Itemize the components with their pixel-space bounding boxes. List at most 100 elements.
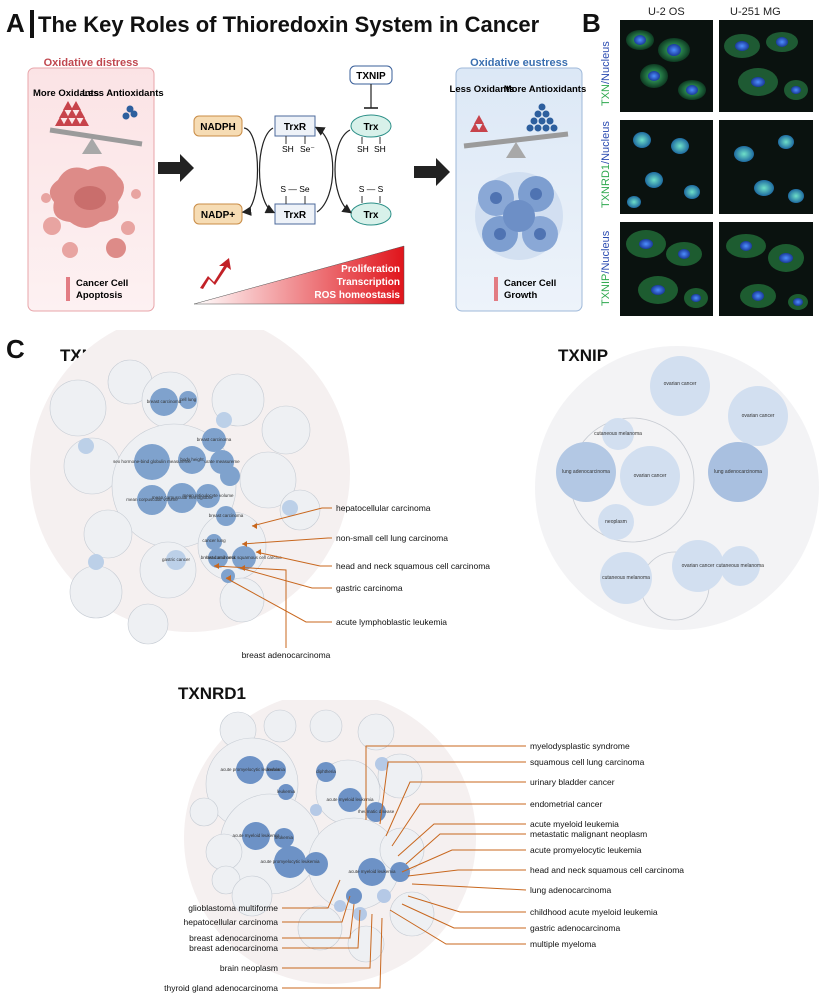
gradient-label-1: Transcription: [337, 277, 400, 288]
txnrd1-right-callout-6: acute promyelocytic leukemia: [530, 845, 642, 855]
txnip-bubble-9: cutaneous melanoma: [716, 563, 764, 569]
txnrd1-left-callout-3: breast adenocarcinoma: [189, 943, 278, 953]
txnrd1-bubble-8: acute promyelocytic leukemia: [260, 859, 320, 864]
trxr-to-trx-arrow-1: [314, 126, 334, 213]
txn-bubble-label-8: mean reticulocyte volume: [182, 493, 234, 498]
trx-oxidized-label: Trx: [363, 210, 378, 221]
txn-bubble-label-17: head and neck squamous cell carcino: [206, 555, 282, 560]
thioredoxin-pathway-diagram: Oxidative distress More Oxidants Less An…: [27, 57, 586, 312]
txnip-bubble-8: ovarian cancer: [682, 563, 715, 569]
txnip-bubble-5: lung adenocarcinoma: [714, 469, 762, 475]
apoptotic-cells: [41, 166, 141, 258]
txn-bubble-label-4: body height: [180, 457, 204, 462]
txnrd1-right-callout-0: myelodysplastic syndrome: [530, 741, 630, 751]
txnrd1-bubble-9: acute myeloid leukemia: [348, 869, 396, 874]
txnrd1-left-callout-1: hepatocellular carcinoma: [184, 917, 279, 927]
txnrd1-bubble-4: leukemia: [277, 789, 296, 794]
txnrd1-left-callout-2: breast adenocarcinoma: [189, 933, 278, 943]
growth-arrow-icon: [200, 258, 231, 289]
txnrd1-right-callout-9: childhood acute myeloid leukemia: [530, 907, 658, 917]
txnrd1-right-callout-7: head and neck squamous cell carcinoma: [530, 865, 684, 875]
trx-sh1-label: SH: [357, 144, 369, 154]
txnrd1-left-callout-4: brain neoplasm: [220, 963, 278, 973]
row-label-txnip: TXNIP/Nucleus: [600, 230, 612, 306]
txnip-bubble-3: lung adenocarcinoma: [562, 469, 610, 475]
txnip-bubble-1: ovarian cancer: [742, 413, 775, 419]
panel-b-letter: B: [582, 8, 601, 38]
txnrd1-right-callout-4: acute myeloid leukemia: [530, 819, 619, 829]
eustress-legend-bar: [494, 277, 498, 301]
txnip-bubble-4: ovarian cancer: [634, 473, 667, 479]
trxr-oxidized-label: TrxR: [284, 210, 307, 221]
txn-bubble-label-5: urate measureme: [204, 459, 240, 464]
distress-balance-beam: [49, 127, 143, 147]
eustress-legend-line1: Cancer Cell: [504, 278, 556, 289]
oxidant-triangles: [55, 101, 89, 126]
nadph-node: [193, 115, 243, 137]
trx-oxidized-node: [350, 202, 392, 226]
txnrd1-disease-network: acute promyelocytic leukemia leukemia di…: [164, 700, 684, 993]
txnrd1-left-callout-5: thyroid gland adenocarcinoma: [164, 983, 278, 993]
eustress-antioxidant-dots: [526, 103, 558, 132]
txnrd1-bubble-0: acute promyelocytic leukemia: [220, 767, 280, 772]
txn-bubble-label-3: sex hormone-bind globulin measureme: [113, 459, 191, 464]
txnip-label: TXNIP: [356, 71, 386, 82]
trxr-se-label: Se⁻: [300, 144, 315, 154]
panel-a-title: The Key Roles of Thioredoxin System in C…: [38, 12, 540, 37]
txn-callout-2: head and neck squamous cell carcinoma: [336, 561, 490, 571]
txnip-network-title: TXNIP: [558, 346, 609, 365]
column-label-u2os: U-2 OS: [648, 6, 685, 18]
distress-legend-line2: Apoptosis: [76, 290, 122, 301]
txn-bubble-label-6: mean corpuscular volume: [126, 497, 178, 502]
panel-c-letter: C: [6, 334, 25, 364]
txn-bubble-label-11: breast carcinoma: [209, 513, 244, 518]
txnrd1-right-callout-5: metastatic malignant neoplasm: [530, 829, 647, 839]
gradient-label-2: ROS homeostasis: [314, 290, 400, 301]
txnip-disease-network: ovarian cancer ovarian cancer cutaneous …: [535, 346, 819, 630]
nadph-label: NADPH: [200, 122, 236, 133]
txnip-bubble-2: cutaneous melanoma: [594, 431, 642, 437]
row-label-txn: TXN/Nucleus: [600, 41, 612, 106]
panel-a-letter: A: [6, 8, 25, 38]
txn-callout-3: gastric carcinoma: [336, 583, 403, 593]
eustress-balance-beam: [463, 131, 569, 149]
trx-reduced-label: Trx: [363, 122, 378, 133]
trxr-sse-label: S — Se: [280, 184, 310, 194]
txnrd1-left-callout-0: glioblastoma multiforme: [188, 903, 278, 913]
txnrd1-right-callout-3: endometrial cancer: [530, 799, 602, 809]
txn-bubble-label-16: breast carcinoma: [201, 555, 236, 560]
txn-callout-0: hepatocellular carcinoma: [336, 503, 431, 513]
column-label-u251mg: U-251 MG: [730, 6, 781, 18]
txnrd1-right-callout-1: squamous cell lung carcinoma: [530, 757, 645, 767]
txnip-bubble-0: ovarian cancer: [664, 381, 697, 387]
nadph-cycle-arrow: [241, 127, 258, 216]
txnrd1-bubble-7: leukemia: [275, 835, 294, 840]
distress-right-label: Less Antioxidants: [82, 88, 163, 99]
trxr-sh-label: SH: [282, 144, 294, 154]
txn-bubble-label-1: cell lung: [180, 397, 197, 402]
left-big-arrow: [158, 154, 194, 182]
trxr-oxidized-node: [274, 203, 316, 225]
txnrd1-bubble-5: acute myeloid leukemia: [232, 833, 280, 838]
txnip-bubble-6: neoplasm: [605, 519, 627, 525]
trxr-to-trx-arrow-2: [334, 129, 352, 214]
txnrd1-bubble-3: acute myeloid leukemia: [326, 797, 374, 802]
txnrd1-bubble-2: diphtheria: [316, 769, 336, 774]
txn-disease-network: breast carcinoma cell lung breast carcin…: [30, 330, 490, 660]
gradient-label-0: Proliferation: [341, 264, 400, 275]
title-divider: [30, 10, 34, 38]
txn-bubble-label-2: breast carcinoma: [197, 437, 232, 442]
txn-callout-1: non-small cell lung carcinoma: [336, 533, 448, 543]
trx-ss-label: S — S: [359, 184, 384, 194]
trxr-cycle-arrow: [259, 127, 276, 214]
distress-heading: Oxidative distress: [44, 57, 139, 69]
txnrd1-network-title: TXNRD1: [178, 684, 247, 703]
trx-sh2-label: SH: [374, 144, 386, 154]
txnrd1-bubble-6: rheumatic disease: [358, 809, 395, 814]
txnrd1-right-callout-2: urinary bladder cancer: [530, 777, 615, 787]
distress-legend-line1: Cancer Cell: [76, 278, 128, 289]
growing-cells: [475, 172, 563, 260]
eustress-heading: Oxidative eustress: [470, 57, 568, 69]
antioxidant-dots: [122, 105, 138, 120]
eustress-left-label: Less Oxidants: [450, 84, 515, 95]
